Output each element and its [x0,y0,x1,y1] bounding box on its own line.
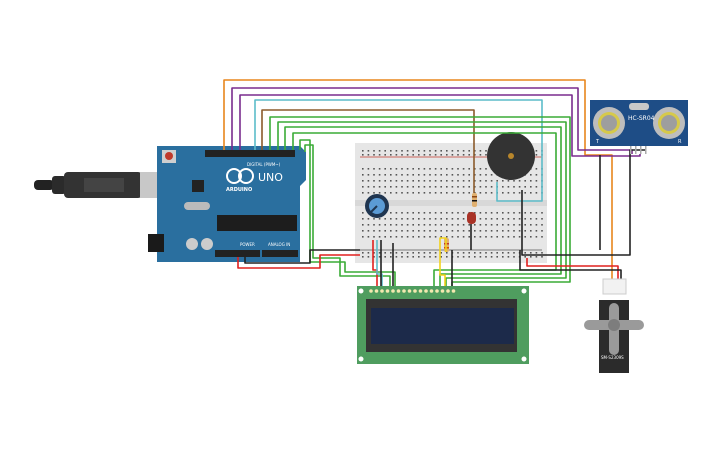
piezo-buzzer[interactable] [487,132,535,180]
receiver-mark: R [678,139,682,145]
red-wire[interactable] [526,258,619,280]
green-wire[interactable] [277,121,567,290]
analog-header [262,250,298,257]
green-wire[interactable] [299,139,396,290]
lcd-pin [424,289,428,293]
power-jack [148,234,164,252]
green-wire[interactable] [284,126,562,290]
lcd-pin [446,289,450,293]
arduino-logo [226,168,242,184]
power-label: POWER [240,242,255,247]
red-wire[interactable] [237,254,360,269]
lcd-pin [374,289,379,293]
atmega-chip [217,215,297,231]
lcd-pin [396,289,401,293]
brown-wire[interactable] [261,109,475,193]
digital-label: DIGITAL (PWM~) [247,162,281,167]
lcd-pin [451,289,456,293]
wires [223,79,645,290]
lcd-pin [385,289,390,293]
uno-label: UNO [258,171,283,184]
lcd-16x2[interactable] [357,286,529,364]
lcd-pin [429,289,434,293]
potentiometer[interactable] [365,194,389,218]
digital-header [205,150,295,157]
lcd-pin [391,289,395,293]
yellow-wire[interactable] [439,237,447,290]
lcd-pin [418,289,423,293]
lcd-pin [407,289,412,293]
orange-wire[interactable] [223,79,613,280]
micro-servo[interactable]: SM-S2309S [584,278,644,373]
green-wire[interactable] [292,132,557,290]
lcd-pin [435,289,439,293]
black-wire[interactable] [244,249,360,264]
lcd-pin [413,289,417,293]
usb-cable[interactable] [34,172,168,198]
teal-wire[interactable] [376,240,383,290]
ultrasonic-sensor-hc-sr04[interactable]: HC-SR04 T R [590,100,688,154]
red-led[interactable] [467,212,476,224]
black-wire[interactable] [519,250,622,280]
servo-label: SM-S2309S [601,355,624,360]
sensor-label: HC-SR04 [628,115,655,122]
resistor[interactable] [472,193,477,207]
analog-label: ANALOG IN [268,242,290,247]
lcd-pin [369,289,373,293]
lcd-pin [402,289,406,293]
arduino-brand: ARDUINO [226,187,252,193]
lcd-pin [440,289,445,293]
purple-wire[interactable] [239,94,641,157]
lcd-screen [371,308,514,344]
arduino-uno-board[interactable]: UNO ARDUINO DIGITAL (PWM~) POWER ANALOG … [148,146,306,262]
trigger-mark: T [595,139,600,145]
teal-wire[interactable] [254,99,543,202]
red-wire[interactable] [372,240,378,290]
power-header [215,250,260,257]
lcd-pin [380,289,384,293]
